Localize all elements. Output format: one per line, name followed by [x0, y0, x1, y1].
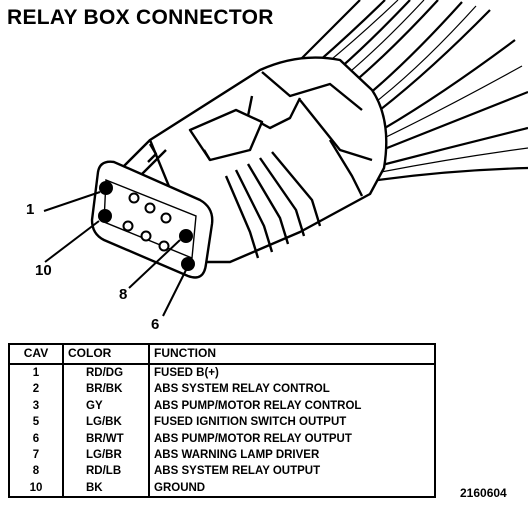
function-cell: ABS SYSTEM RELAY CONTROL — [148, 381, 435, 398]
wire-color-cell: BR/WT — [62, 430, 149, 448]
wire-color-cell: GY — [62, 397, 149, 415]
table-header-row: CAV COLOR FUNCTION — [9, 344, 435, 365]
diagram-title: RELAY BOX CONNECTOR — [7, 6, 274, 29]
function-cell: FUSED B(+) — [148, 364, 435, 382]
callout-cavity-1: 1 — [26, 201, 35, 218]
wire-bundle — [299, 0, 528, 182]
function-cell: GROUND — [148, 479, 435, 498]
cavity-pins — [98, 181, 195, 271]
cavity-number-cell: 10 — [29, 481, 43, 494]
connector-face — [90, 160, 214, 279]
connector-illustration — [43, 0, 528, 317]
callout-cavity-8: 8 — [119, 286, 128, 303]
wire-color-cell: BR/BK — [62, 381, 149, 398]
wire-color-cell: LG/BR — [62, 447, 149, 464]
cavity-number-cell: 3 — [32, 399, 40, 412]
wire-color-cell: BK — [62, 479, 149, 498]
cavity-number-cell: 6 — [32, 432, 40, 445]
cavity-number-cell: 8 — [32, 465, 40, 478]
cavity-number-cell: 7 — [32, 449, 40, 462]
leader-lines — [43, 191, 187, 317]
callout-cavity-10: 10 — [35, 262, 52, 279]
cavity-number-cell: 1 — [32, 367, 40, 379]
cavity-number-cell: 2 — [32, 383, 40, 396]
function-cell: ABS PUMP/MOTOR RELAY OUTPUT — [148, 430, 435, 448]
function-cell: ABS WARNING LAMP DRIVER — [148, 447, 435, 464]
header-function: FUNCTION — [148, 344, 435, 365]
header-color: COLOR — [62, 344, 149, 365]
function-cell: ABS PUMP/MOTOR RELAY CONTROL — [148, 397, 435, 415]
figure-number: 2160604 — [460, 486, 507, 500]
header-cav: CAV — [9, 344, 63, 365]
cavity-number-cell: 5 — [32, 416, 40, 429]
function-cell: FUSED IGNITION SWITCH OUTPUT — [148, 414, 435, 431]
wire-color-cell: LG/BK — [62, 414, 149, 431]
wire-color-cell: RD/LB — [62, 463, 149, 480]
wire-color-cell: RD/DG — [62, 364, 149, 382]
callout-cavity-6: 6 — [151, 316, 160, 333]
wire-bundle-inner — [325, 0, 528, 173]
function-cell: ABS SYSTEM RELAY OUTPUT — [148, 463, 435, 480]
